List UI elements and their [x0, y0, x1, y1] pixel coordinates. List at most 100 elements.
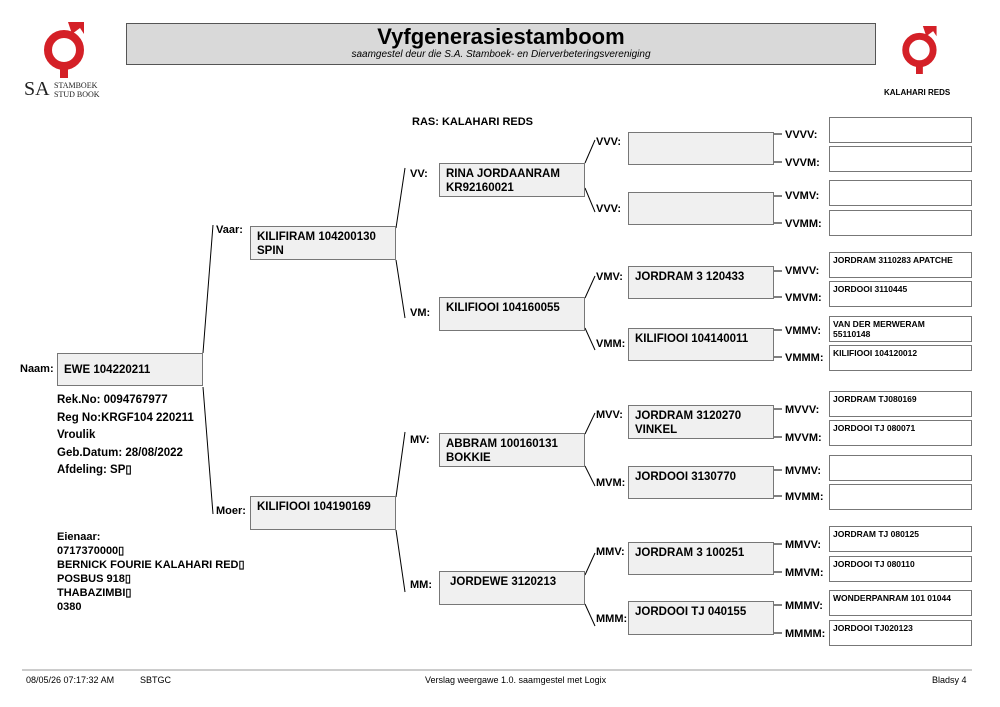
- mvmm-label: MVMM:: [785, 491, 824, 503]
- moer-box: KILIFIOOI 104190169: [250, 496, 396, 530]
- mvv-label: MVV:: [596, 409, 623, 421]
- birth-date: Geb.Datum: 28/08/2022: [57, 446, 183, 459]
- mvm-box: JORDOOI 3130770: [628, 466, 774, 499]
- page-title: Vyfgenerasiestamboom: [377, 24, 625, 49]
- vmmv-box: VAN DER MERWERAM 55110148: [829, 316, 972, 342]
- vmv-box: JORDRAM 3 120433: [628, 266, 774, 299]
- mm-text: JORDEWE 3120213: [450, 576, 557, 588]
- vmm-box: KILIFIOOI 104140011: [628, 328, 774, 361]
- mmmv-label: MMMV:: [785, 600, 823, 612]
- mmmv-box: WONDERPANRAM 101 01044: [829, 590, 972, 616]
- mmvm-text: JORDOOI TJ 080110: [833, 559, 915, 569]
- vvmm-label: VVMM:: [785, 218, 822, 230]
- owner-postal: POSBUS 918▯: [57, 573, 131, 585]
- mmvv-label: MMVV:: [785, 539, 822, 551]
- vm-text: KILIFIOOI 104160055: [446, 302, 560, 314]
- footer-version: Verslag weergawe 1.0. saamgestel met Log…: [425, 675, 607, 685]
- footer-code: SBTGC: [140, 675, 172, 685]
- mvv-box: JORDRAM 3120270 VINKEL: [628, 405, 774, 439]
- vmmm-text: KILIFIOOI 104120012: [833, 348, 918, 358]
- vvvv-text: [830, 118, 971, 122]
- mmm-box: JORDOOI TJ 040155: [628, 601, 774, 635]
- mvvv-label: MVVV:: [785, 404, 820, 416]
- mv-box: ABBRAM 100160131 BOKKIE: [439, 433, 585, 467]
- footer-page-number: Bladsy 4: [932, 675, 967, 685]
- mvmv-label: MVMV:: [785, 465, 822, 477]
- owner-details: Eienaar: 0717370000▯ BERNICK FOURIE KALA…: [57, 530, 245, 614]
- reg-no: Reg No:KRGF104 220211: [57, 411, 194, 424]
- mvm-label: MVM:: [596, 477, 626, 489]
- mmvm-box: JORDOOI TJ 080110: [829, 556, 972, 582]
- vv-label: VV:: [410, 168, 428, 180]
- logo-studbook-text: STUD BOOK: [54, 90, 100, 99]
- owner-code: 0380: [57, 601, 82, 613]
- owner-town: THABAZIMBI▯: [57, 587, 132, 599]
- vmmv-text: VAN DER MERWERAM 55110148: [833, 319, 925, 339]
- mvmv-text: [830, 456, 971, 460]
- mmvv-text: JORDRAM TJ 080125: [833, 529, 919, 539]
- animal-details: Rek.No: 0094767977 Reg No:KRGF104 220211…: [57, 392, 194, 480]
- vvmv-box: [829, 180, 972, 206]
- vv-text: RINA JORDAANRAM KR92160021: [446, 168, 560, 194]
- owner-heading: Eienaar:: [57, 531, 101, 543]
- vvv2-label: VVV:: [596, 203, 622, 215]
- vv-box: RINA JORDAANRAM KR92160021: [439, 163, 585, 197]
- mmmm-box: JORDOOI TJ020123: [829, 620, 972, 646]
- mvm-text: JORDOOI 3130770: [635, 471, 737, 483]
- mmm-text: JORDOOI TJ 040155: [635, 606, 747, 618]
- breed-label: RAS: KALAHARI REDS: [412, 116, 533, 128]
- vm-label: VM:: [410, 307, 431, 319]
- mm-box: JORDEWE 3120213: [439, 571, 585, 605]
- vmvm-text: JORDOOI 3110445: [833, 284, 908, 294]
- mmv-text: JORDRAM 3 100251: [635, 547, 745, 559]
- vmvv-label: VMVV:: [785, 265, 820, 277]
- title-banner: Vyfgenerasiestamboom saamgestel deur die…: [126, 23, 876, 65]
- vmm-text: KILIFIOOI 104140011: [635, 333, 749, 345]
- vvmv-text: [830, 181, 971, 185]
- mmvm-label: MMVM:: [785, 567, 824, 579]
- mvmv-box: [829, 455, 972, 481]
- logo-sa-text: SA: [24, 78, 50, 100]
- page-subtitle: saamgestel deur die S.A. Stamboek- en Di…: [351, 49, 651, 60]
- vaar-text: KILIFIRAM 104200130 SPIN: [257, 231, 376, 257]
- gender-symbol-icon: [44, 22, 84, 78]
- animal-label: Naam:: [20, 363, 54, 375]
- mv-text: ABBRAM 100160131 BOKKIE: [446, 438, 558, 464]
- mvmm-text: [830, 485, 971, 489]
- moer-text: KILIFIOOI 104190169: [257, 501, 371, 513]
- vmmm-label: VMMM:: [785, 352, 824, 364]
- logo-stamboek-text: STAMBOEK: [54, 81, 98, 90]
- vmmm-box: KILIFIOOI 104120012: [829, 345, 972, 371]
- mmmm-text: JORDOOI TJ020123: [833, 623, 913, 633]
- vmvv-box: JORDRAM 3110283 APATCHE: [829, 252, 972, 278]
- mvvv-box: JORDRAM TJ080169: [829, 391, 972, 417]
- mmv-box: JORDRAM 3 100251: [628, 542, 774, 575]
- vvv2-box: [628, 192, 774, 225]
- logo-kalahari-text: KALAHARI REDS: [884, 88, 951, 97]
- animal-name: EWE 104220211: [64, 364, 151, 376]
- vvvv-box: [829, 117, 972, 143]
- rek-no: Rek.No: 0094767977: [57, 394, 168, 406]
- mvmm-box: [829, 484, 972, 510]
- mvv-text: JORDRAM 3120270 VINKEL: [635, 410, 742, 436]
- gender-symbol-icon: [902, 26, 937, 74]
- sex: Vroulik: [57, 429, 96, 441]
- mvvm-box: JORDOOI TJ 080071: [829, 420, 972, 446]
- owner-phone: 0717370000▯: [57, 545, 125, 557]
- mvvm-label: MVVM:: [785, 432, 822, 444]
- mmmm-label: MMMM:: [785, 628, 826, 640]
- vmv-label: VMV:: [596, 271, 623, 283]
- vvmm-box: [829, 210, 972, 236]
- animal-box: EWE 104220211: [57, 353, 203, 386]
- vvmm-text: [830, 211, 971, 215]
- mmm-label: MMM:: [596, 613, 628, 625]
- mv-label: MV:: [410, 434, 430, 446]
- vaar-box: KILIFIRAM 104200130 SPIN: [250, 226, 396, 260]
- vvmv-label: VVMV:: [785, 190, 820, 202]
- mm-label: MM:: [410, 579, 432, 591]
- moer-label: Moer:: [216, 505, 246, 517]
- vvvm-text: [830, 147, 971, 151]
- vmvm-box: JORDOOI 3110445: [829, 281, 972, 307]
- mvvv-text: JORDRAM TJ080169: [833, 394, 917, 404]
- mvvm-text: JORDOOI TJ 080071: [833, 423, 916, 433]
